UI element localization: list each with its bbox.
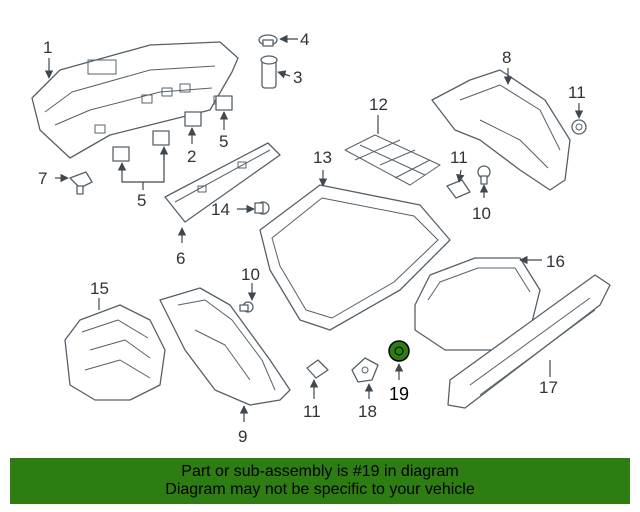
clip-part-19-highlighted[interactable] [388,340,410,362]
banner-line-1: Part or sub-assembly is #19 in diagram [181,463,459,480]
callout-6: 6 [176,249,185,268]
parts-diagram: 1 4 3 5 2 7 5 6 14 8 11 12 11 10 13 16 1… [31,30,611,446]
callout-14: 14 [211,200,230,219]
bolt-part-14[interactable] [254,201,270,215]
callout-8: 8 [502,48,511,67]
callout-numbers: 1 4 3 5 2 7 5 6 14 8 11 12 11 10 13 16 1… [38,30,586,446]
callout-1: 1 [43,38,52,57]
callout-9: 9 [238,427,247,446]
trunk-floor-part-13[interactable] [259,184,451,331]
callout-10a: 10 [472,204,491,223]
callout-11a: 11 [568,83,586,102]
highlighted-part-19 [388,340,410,362]
screw-part-10[interactable] [239,165,491,313]
callout-17: 17 [539,378,558,397]
cargo-net-part-12[interactable] [344,134,441,186]
leader-lines [44,34,584,422]
bracket-part-18[interactable] [351,357,379,383]
callout-11b: 11 [450,148,468,167]
clip-part-4[interactable] [258,34,278,47]
callout-16: 16 [546,252,565,271]
callout-5b: 5 [137,191,146,210]
cover-part-16[interactable] [414,257,541,351]
callout-13: 13 [313,148,332,167]
callout-10b: 10 [241,265,260,284]
sill-plate-part-17[interactable] [447,274,611,409]
side-panel-part-9[interactable] [159,287,291,406]
callout-11c: 11 [303,402,321,421]
clip-part-5[interactable] [112,95,233,162]
info-banner: Part or sub-assembly is #19 in diagram D… [10,458,630,504]
fastener-part-3[interactable] [260,55,278,89]
trim-strip-part-6[interactable] [164,142,281,223]
banner-line-2: Diagram may not be specific to your vehi… [165,481,475,498]
callout-5a: 5 [219,132,228,151]
callout-2: 2 [187,147,196,166]
callout-3: 3 [293,68,302,87]
parcel-shelf-part[interactable] [31,41,239,159]
clip-part-7[interactable] [69,171,93,195]
side-trim-part-8[interactable] [431,69,571,191]
callout-4: 4 [300,30,309,49]
callout-18: 18 [358,402,377,421]
callout-19: 19 [389,384,409,404]
callout-7: 7 [38,169,47,188]
tire-tray-part-15[interactable] [64,304,166,401]
callout-12: 12 [369,95,388,114]
callout-15: 15 [90,279,109,298]
